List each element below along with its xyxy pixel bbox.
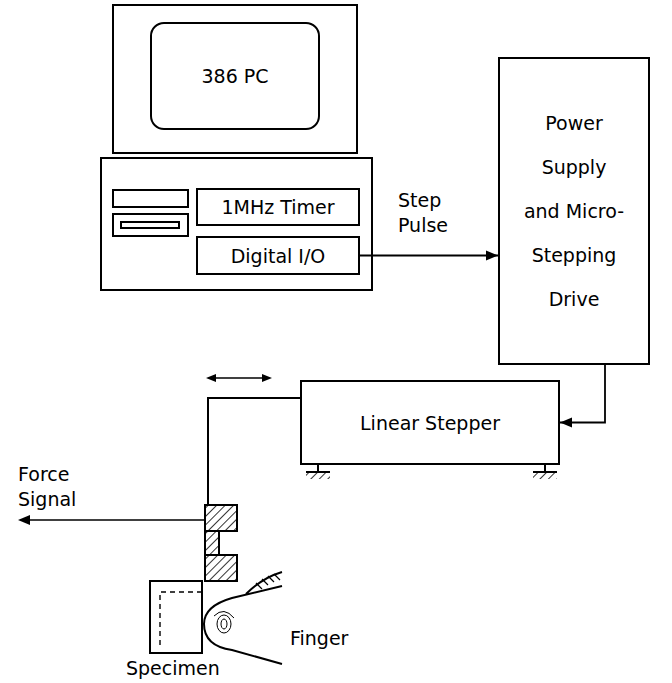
drive-box: Power Supply and Micro- Stepping Drive — [498, 57, 650, 365]
stepper-foot — [544, 465, 546, 472]
fingerprint — [217, 615, 231, 633]
part-label: Specimen — [126, 656, 236, 681]
text-stack: 1MHz Timer — [221, 196, 334, 218]
ground-line — [533, 471, 557, 473]
box-label: Digital I/O — [231, 245, 326, 267]
stepper-box: Linear Stepper — [300, 380, 560, 465]
box-label: 1MHz Timer — [221, 196, 334, 218]
specimen-dashed — [160, 592, 202, 645]
text-stack: Linear Stepper — [360, 412, 500, 434]
text-stack: Power Supply and Micro- Stepping Drive — [522, 101, 626, 321]
ground-hatch — [533, 473, 557, 479]
carriage-arm — [208, 398, 300, 505]
specimen — [150, 581, 202, 653]
sensor-block — [205, 505, 237, 531]
box-label: 386 PC — [201, 65, 268, 87]
text-stack: 386 PC — [201, 65, 268, 87]
fingerprint — [221, 619, 227, 629]
ground-line — [306, 471, 330, 473]
floppy-drive — [113, 214, 188, 236]
floppy-slot — [121, 222, 179, 228]
signal-label: Step Pulse — [398, 188, 478, 238]
fingernail-hatch — [256, 574, 280, 589]
part-label: Finger — [290, 626, 360, 651]
connector — [360, 255, 498, 257]
arrowhead — [560, 418, 572, 428]
box-label: Linear Stepper — [360, 412, 500, 434]
signal-arrow — [28, 519, 205, 521]
stepper-foot — [317, 465, 319, 472]
module-box: 1MHz Timer — [196, 188, 360, 226]
module-box: Digital I/O — [196, 236, 360, 275]
fingerprint — [214, 611, 234, 618]
arrowhead — [206, 374, 216, 382]
sensor-block — [205, 555, 237, 581]
arrowhead — [18, 515, 30, 525]
sensor-beam — [205, 531, 219, 555]
connector — [560, 365, 605, 423]
motion-arrow — [214, 377, 264, 379]
arrowhead — [262, 374, 272, 382]
monitor-housing — [113, 5, 357, 153]
part-label: Force Signal — [18, 462, 100, 512]
finger — [204, 586, 282, 664]
computer-base — [101, 158, 372, 290]
floppy-drive — [113, 190, 188, 207]
box-label: Power Supply and Micro- Stepping Drive — [522, 101, 626, 321]
ground-hatch — [306, 473, 330, 479]
screen-box: 386 PC — [150, 22, 320, 130]
text-stack: Digital I/O — [231, 245, 326, 267]
fingernail — [246, 572, 282, 594]
arrowhead — [486, 251, 498, 261]
